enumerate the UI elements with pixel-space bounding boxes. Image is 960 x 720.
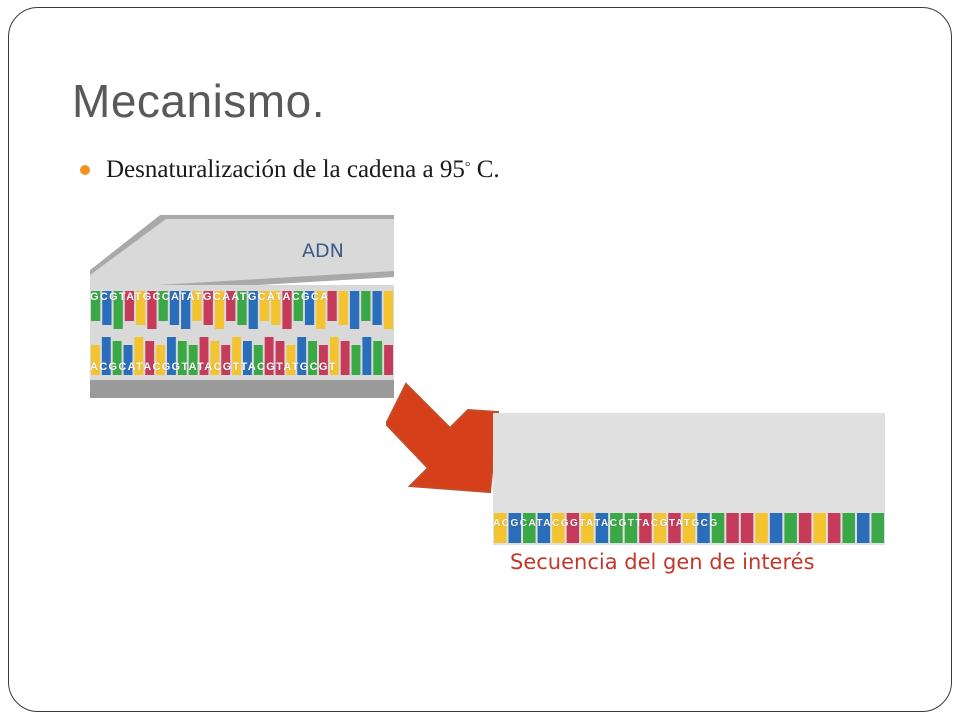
dna-top-base — [338, 291, 348, 325]
dna-top-base — [102, 291, 112, 325]
dna-top-base — [372, 291, 382, 325]
dna-top-base — [181, 291, 191, 329]
gene-base — [682, 513, 696, 543]
gene-base — [726, 513, 739, 543]
dna-top-base — [91, 291, 101, 321]
gene-base — [653, 513, 667, 543]
dna-bottom-base — [297, 337, 307, 375]
dna-top-base — [282, 291, 292, 329]
dna-bottom-base — [286, 345, 296, 375]
dna-top-base — [327, 291, 337, 321]
dna-bottom-base — [275, 341, 285, 375]
gene-strand-illustration — [493, 413, 885, 545]
gene-base — [566, 513, 580, 543]
dna-bottom-base — [264, 337, 274, 375]
gene-base — [581, 513, 594, 543]
bullet-item: Desnaturalización de la cadena a 95° C. — [80, 150, 500, 190]
gene-base — [842, 513, 855, 543]
dna-top-base — [248, 291, 258, 329]
dna-top-base — [158, 291, 168, 321]
gene-base — [668, 513, 681, 543]
dna-top-base — [169, 291, 180, 325]
gene-sequence-image: ACGCATACGGTATACGTTACGTATGCG — [493, 413, 885, 545]
dna-bottom-base — [112, 341, 122, 375]
gene-base — [755, 513, 768, 543]
gene-base — [610, 513, 623, 543]
gene-base — [624, 513, 638, 543]
dna-bottom-base — [373, 341, 383, 375]
dna-top-base — [113, 291, 123, 329]
dna-bottom-base — [210, 341, 220, 375]
gene-base — [784, 513, 797, 543]
gene-base — [508, 513, 522, 543]
dna-bottom-base — [319, 345, 328, 375]
dna-bottom-base — [221, 345, 231, 375]
dna-bottom-base — [134, 337, 144, 375]
gene-base — [740, 513, 754, 543]
dna-bottom-base — [362, 337, 372, 375]
gene-base — [639, 513, 652, 543]
gene-base — [494, 513, 507, 543]
gene-base — [523, 513, 536, 543]
degree-symbol: ° — [464, 160, 471, 175]
bullet-dot-icon — [80, 165, 90, 175]
bullet-text-unit: C. — [470, 156, 500, 183]
dna-top-base — [214, 291, 225, 329]
dna-illustration — [90, 215, 394, 398]
bullet-text-main: Desnaturalización de la cadena a 95 — [106, 156, 465, 183]
dna-top-base — [361, 291, 371, 321]
dna-top-strand-letters: GCGTATGCCATATGCAATGCATACGCA — [90, 291, 330, 303]
dna-bottom-base — [123, 345, 133, 375]
gene-base — [595, 513, 609, 543]
dna-top-base — [316, 291, 326, 329]
gene-base — [813, 513, 826, 543]
dna-top-base — [259, 291, 270, 321]
dna-bottom-base — [232, 337, 241, 375]
dna-bottom-base — [243, 341, 252, 375]
dna-top-base — [147, 291, 157, 329]
gene-base — [856, 513, 870, 543]
gene-caption: Secuencia del gen de interés — [510, 550, 815, 574]
gene-base — [871, 513, 884, 543]
gene-base — [552, 513, 565, 543]
arrow-down-right-icon — [386, 382, 500, 494]
dna-top-base — [136, 291, 146, 325]
gene-base — [711, 513, 725, 543]
dna-bottom-base — [91, 345, 100, 375]
slide-title: Mecanismo. — [72, 75, 325, 127]
dna-bottom-base — [177, 341, 187, 375]
dna-bottom-base — [145, 341, 155, 375]
dna-double-strand-image: ADN GCGTATGCCATATGCAATGCATACGCA ACGCATAC… — [90, 215, 394, 398]
dna-bottom-strand-letters: ACGCATACGGTATACGTTACGTATGCGT — [90, 361, 337, 373]
dna-bottom-base — [253, 345, 263, 375]
dna-top-base — [349, 291, 360, 329]
dna-bottom-base — [351, 345, 361, 375]
adn-label: ADN — [302, 240, 344, 262]
gene-base — [798, 513, 812, 543]
dna-bottom-base — [384, 345, 393, 375]
gene-base — [697, 513, 710, 543]
dna-top-base — [304, 291, 315, 325]
dna-top-base — [237, 291, 247, 325]
dna-bottom-base — [199, 337, 209, 375]
dna-bottom-base — [308, 341, 317, 375]
dna-bottom-base — [329, 337, 339, 375]
dna-top-base — [124, 291, 135, 321]
dna-bottom-base — [188, 345, 198, 375]
dna-top-base — [226, 291, 236, 321]
gene-base — [827, 513, 841, 543]
dna-bottom-base — [101, 337, 111, 375]
gene-base — [769, 513, 783, 543]
dna-top-base — [271, 291, 281, 325]
gene-strand-letters: ACGCATACGGTATACGTTACGTATGCG — [493, 518, 719, 529]
dna-bottom-base — [340, 341, 350, 375]
dna-top-base — [192, 291, 202, 321]
dna-top-base — [383, 291, 393, 329]
bullet-text: Desnaturalización de la cadena a 95° C. — [106, 156, 500, 184]
dna-bottom-base — [156, 345, 165, 375]
dna-top-base — [203, 291, 213, 325]
dna-top-base — [293, 291, 303, 321]
gene-base — [537, 513, 551, 543]
dna-bottom-base — [167, 337, 176, 375]
